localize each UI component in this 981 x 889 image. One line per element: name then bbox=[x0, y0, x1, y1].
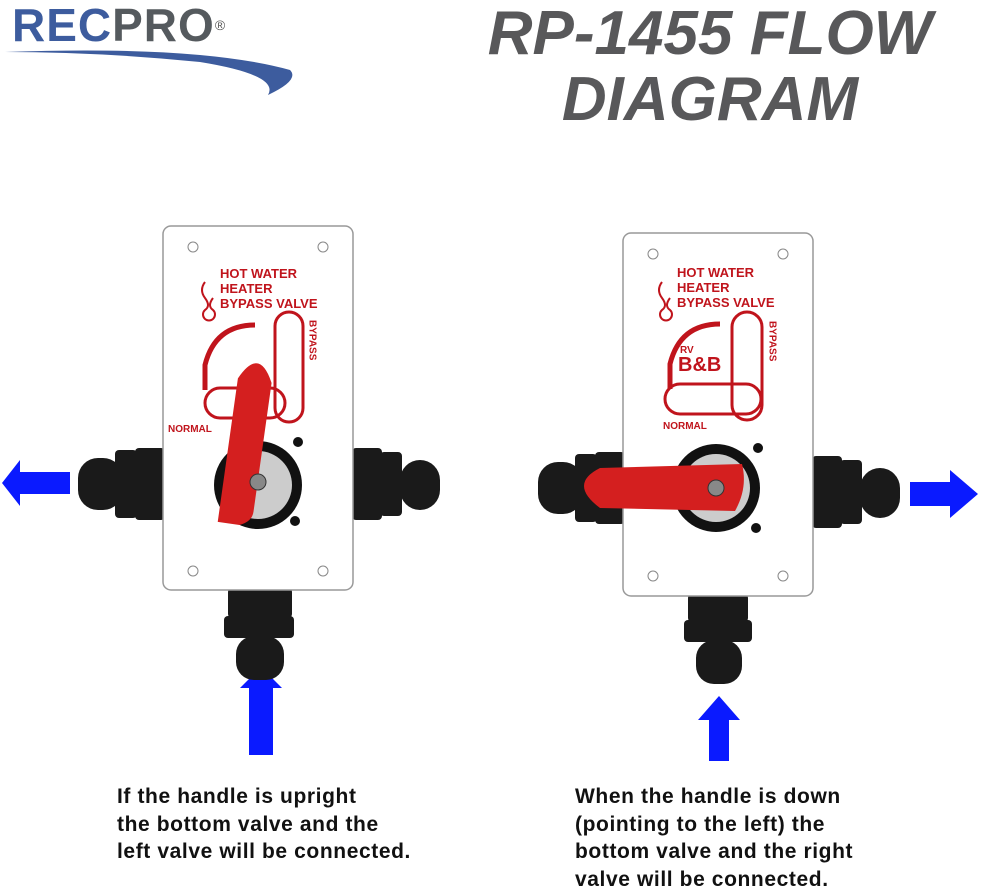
logo-swoosh bbox=[5, 50, 293, 95]
handle-screw bbox=[707, 479, 725, 497]
right-outlet-arrow bbox=[910, 470, 978, 518]
red-handle-left bbox=[584, 464, 744, 511]
left-inlet-arrow bbox=[240, 667, 282, 755]
heat-drop-icon bbox=[201, 281, 216, 322]
mark-rv: RV bbox=[680, 345, 694, 356]
logo-rec: Rec bbox=[12, 0, 113, 51]
logo-pro: Pro bbox=[112, 0, 215, 51]
flow-arrow-icon bbox=[202, 322, 256, 390]
plate-line2: HEATER bbox=[220, 281, 273, 296]
left-outlet-arrow bbox=[2, 460, 70, 506]
right-side-fitting bbox=[352, 448, 440, 520]
right-valve-diagram: HOT WATER HEATER BYPASS VALVE RV B&B NOR… bbox=[538, 232, 978, 761]
plate-line1: HOT WATER bbox=[677, 265, 755, 280]
normal-label: NORMAL bbox=[168, 424, 212, 435]
plate-line3: BYPASS VALVE bbox=[677, 295, 775, 310]
right-side-fitting bbox=[812, 456, 900, 528]
bottom-fitting bbox=[684, 594, 752, 684]
left-valve-diagram: HOT WATER HEATER BYPASS VALVE NORMAL BYP… bbox=[2, 225, 440, 755]
bypass-label: BYPASS bbox=[307, 320, 318, 361]
plate-line2: HEATER bbox=[677, 280, 730, 295]
flow-arrow-icon bbox=[667, 321, 721, 389]
normal-label: NORMAL bbox=[663, 421, 707, 432]
title-line1: RP-1455 FLOW bbox=[487, 0, 933, 68]
left-caption: If the handle is upright the bottom valv… bbox=[117, 785, 411, 863]
right-inlet-arrow bbox=[698, 696, 740, 761]
red-handle-upright bbox=[217, 363, 272, 525]
left-side-fitting bbox=[78, 448, 165, 520]
heat-drop-icon bbox=[658, 281, 673, 322]
plate-line1: HOT WATER bbox=[220, 266, 298, 281]
plate-line3: BYPASS VALVE bbox=[220, 296, 318, 311]
title-line2: DIAGRAM bbox=[561, 65, 859, 134]
bypass-label: BYPASS bbox=[767, 321, 778, 362]
registered-mark: ® bbox=[214, 17, 227, 33]
handle-screw bbox=[249, 473, 267, 491]
mark-bb: B&B bbox=[678, 354, 721, 376]
recpro-logo: RecPro® bbox=[12, 2, 226, 48]
bottom-fitting bbox=[224, 588, 294, 680]
right-caption: When the handle is down (pointing to the… bbox=[575, 785, 854, 889]
